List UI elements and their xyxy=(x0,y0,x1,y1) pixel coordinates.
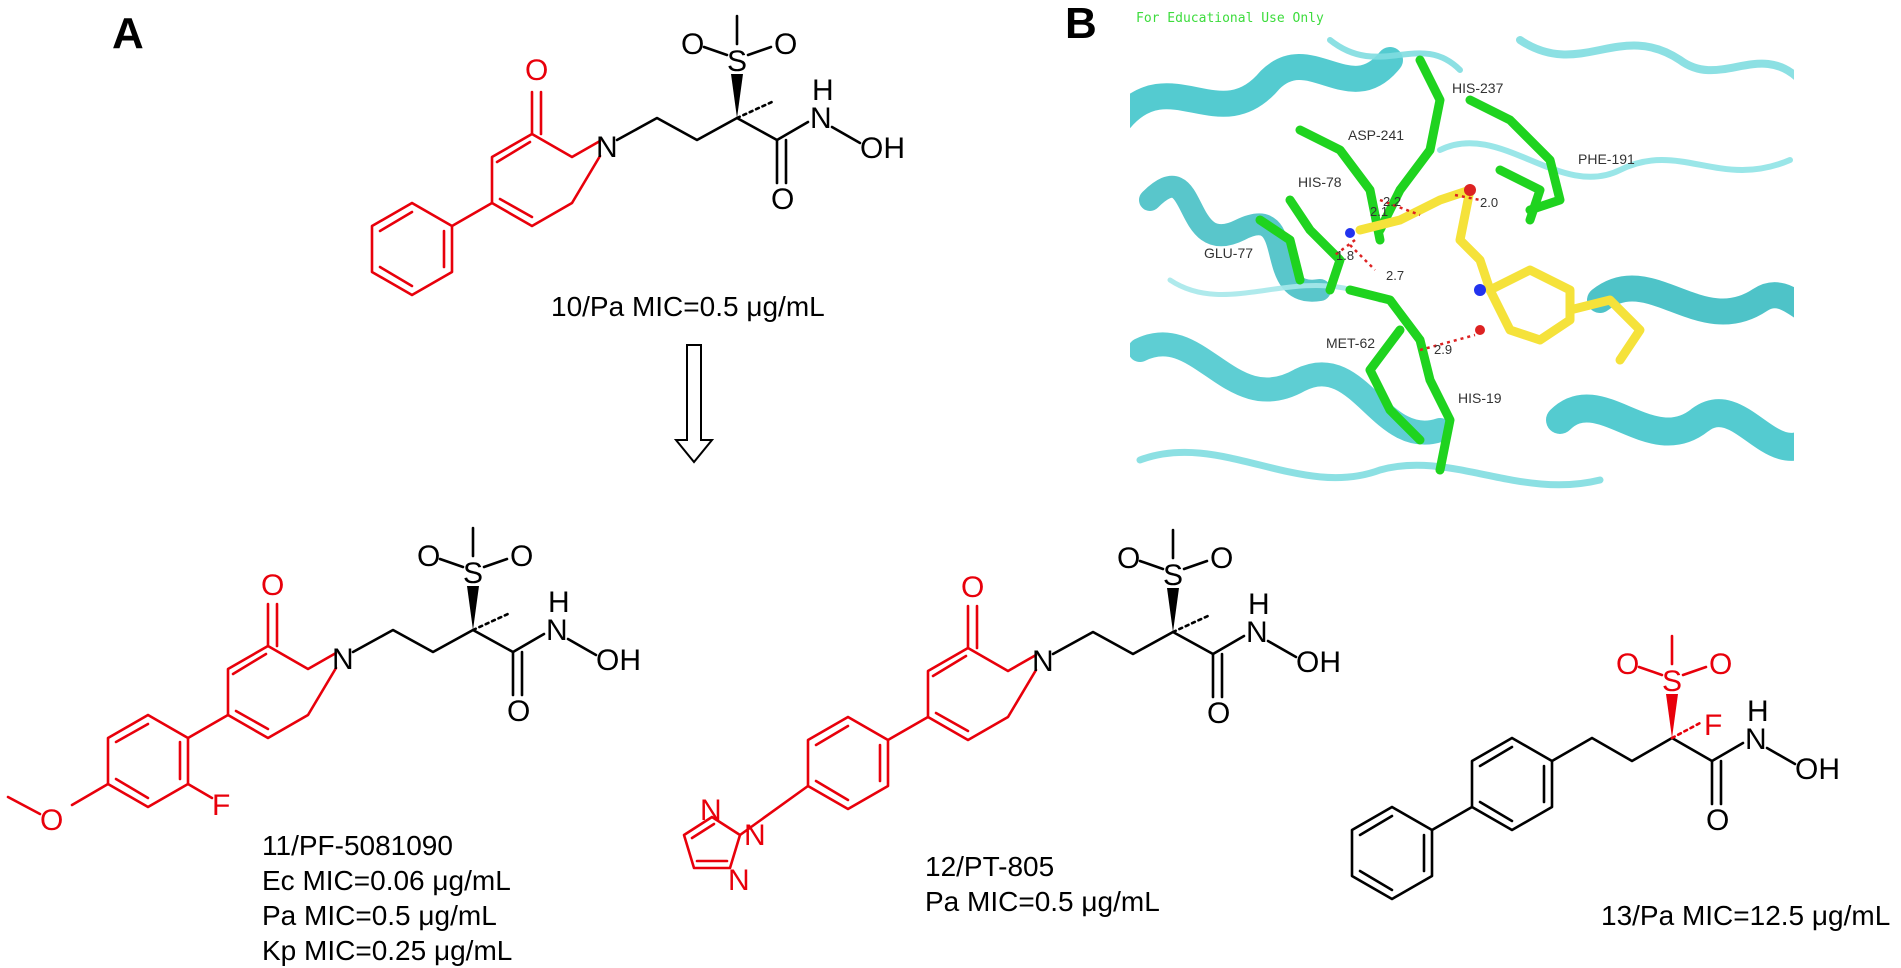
compound-12-caption-line: 12/PT-805 xyxy=(925,851,1054,882)
carbonyl-o-atom-11: O xyxy=(261,569,284,602)
protein-cartoon xyxy=(1130,36,1794,489)
sulfonyl-o-right-11: O xyxy=(510,540,533,573)
amide-n-atom: N xyxy=(810,102,832,135)
hydroxyl-atom-11: OH xyxy=(596,644,641,677)
panel-b-label: B xyxy=(1065,0,1097,48)
distance-label: 2.1 xyxy=(1370,204,1388,219)
compound-11-caption-line: 11/PF-5081090 xyxy=(262,830,453,861)
residue-label: HIS-237 xyxy=(1452,80,1504,96)
residue-label: HIS-78 xyxy=(1298,174,1342,190)
amide-o-atom-11: O xyxy=(507,695,530,728)
compound-11-caption-line: Kp MIC=0.25 μg/mL xyxy=(262,935,512,966)
nitrogen-atom-marker xyxy=(1345,228,1355,238)
biphenyl-ring-2 xyxy=(1470,736,1554,832)
residue-label: PHE-191 xyxy=(1578,151,1635,167)
compound-11-caption: 11/PF-5081090 Ec MIC=0.06 μg/mL Pa MIC=0… xyxy=(262,830,512,966)
hollow-down-arrow xyxy=(673,344,715,464)
compound-10-caption: 10/Pa MIC=0.5 μg/mL xyxy=(551,291,825,322)
compound-11-caption-line: Pa MIC=0.5 μg/mL xyxy=(262,900,497,931)
sulfonyl-o-left-11: O xyxy=(417,540,440,573)
compound-11-caption-line: Ec MIC=0.06 μg/mL xyxy=(262,865,511,896)
amide-n-atom-12: N xyxy=(1246,616,1268,649)
watermark-text: For Educational Use Only xyxy=(1136,11,1324,26)
compound-12-caption-line: Pa MIC=0.5 μg/mL xyxy=(925,886,1160,917)
n-atom-12: N xyxy=(1032,645,1054,678)
compound-12-caption: 12/PT-805 Pa MIC=0.5 μg/mL xyxy=(925,851,1160,917)
residue-label: ASP-241 xyxy=(1348,127,1404,143)
residue-label: MET-62 xyxy=(1326,335,1375,351)
distance-label: 2.2 xyxy=(1383,194,1401,209)
sulfonyl-o-left-12: O xyxy=(1117,542,1140,575)
carbonyl-o-atom-12: O xyxy=(961,571,984,604)
amide-o-atom-13: O xyxy=(1706,804,1729,837)
fluoro-atom-13: F xyxy=(1704,709,1722,742)
phenyl-ring xyxy=(370,201,454,297)
compound-11-structure: F O O N S O O O N H OH xyxy=(6,526,641,837)
s-atom-12: S xyxy=(1163,559,1183,592)
compound-10-structure: O N S O O O N H OH xyxy=(370,14,905,297)
fluoro-atom: F xyxy=(212,789,230,822)
amide-o-atom-12: O xyxy=(1207,697,1230,730)
pyridone-ring-12 xyxy=(926,604,1038,742)
triazole-n-atom-2: N xyxy=(744,819,766,852)
hydroxyl-atom-12: OH xyxy=(1296,646,1341,679)
amide-o-atom: O xyxy=(771,183,794,216)
compound-12-structure: N N N O N S O O O xyxy=(682,528,1341,897)
oxygen-atom-marker xyxy=(1475,325,1485,335)
s-atom: S xyxy=(727,45,747,78)
sulfonyl-o-right-13: O xyxy=(1709,648,1732,681)
amide-h-atom-13: H xyxy=(1747,695,1769,728)
panel-a-label: A xyxy=(112,9,144,58)
n-atom-11: N xyxy=(332,643,354,676)
s-atom-11: S xyxy=(463,557,483,590)
amide-n-atom-11: N xyxy=(546,614,568,647)
n-atom: N xyxy=(596,131,618,164)
sulfonyl-o-left-13: O xyxy=(1616,648,1639,681)
carbonyl-o-atom: O xyxy=(525,54,548,87)
triazole-n-atom-1: N xyxy=(700,794,722,827)
amide-h-atom-11: H xyxy=(548,586,570,619)
distance-label: 1.8 xyxy=(1336,248,1354,263)
distance-label: 2.7 xyxy=(1386,268,1404,283)
s-atom-13: S xyxy=(1662,665,1682,698)
triazole-ring xyxy=(682,784,810,870)
amide-h-atom: H xyxy=(812,74,834,107)
sulfonyl-o-left: O xyxy=(681,28,704,61)
phenyl-ring-12 xyxy=(806,715,930,811)
residue-sticks xyxy=(1255,55,1565,475)
distance-label: 2.0 xyxy=(1480,195,1498,210)
pyridone-ring-11 xyxy=(226,602,338,740)
hydroxyl-atom: OH xyxy=(860,132,905,165)
biphenyl-ring-1 xyxy=(1350,805,1474,901)
docking-image: For Educational Use Only HIS-237 ASP-241… xyxy=(1130,10,1794,508)
residue-label: GLU-77 xyxy=(1204,245,1253,261)
hbond-dashes xyxy=(1334,193,1481,352)
methoxy-o-atom: O xyxy=(40,804,63,837)
fluoro-methoxy-phenyl-ring xyxy=(70,713,214,809)
sulfonyl-o-right: O xyxy=(774,28,797,61)
distance-label: 2.9 xyxy=(1434,342,1452,357)
amide-h-atom-12: H xyxy=(1248,588,1270,621)
hydroxyl-atom-13: OH xyxy=(1795,753,1840,786)
oxygen-atom-marker xyxy=(1464,184,1476,196)
residue-label: HIS-19 xyxy=(1458,390,1502,406)
nitrogen-atom-marker xyxy=(1474,284,1486,296)
compound-13-caption: 13/Pa MIC=12.5 μg/mL xyxy=(1601,900,1890,931)
sulfonyl-o-right-12: O xyxy=(1210,542,1233,575)
triazole-n-atom-3: N xyxy=(728,864,750,897)
amide-n-atom-13: N xyxy=(1745,723,1767,756)
compound-13-structure: F S O O O N H OH xyxy=(1350,634,1840,901)
pyridone-ring xyxy=(490,90,602,228)
